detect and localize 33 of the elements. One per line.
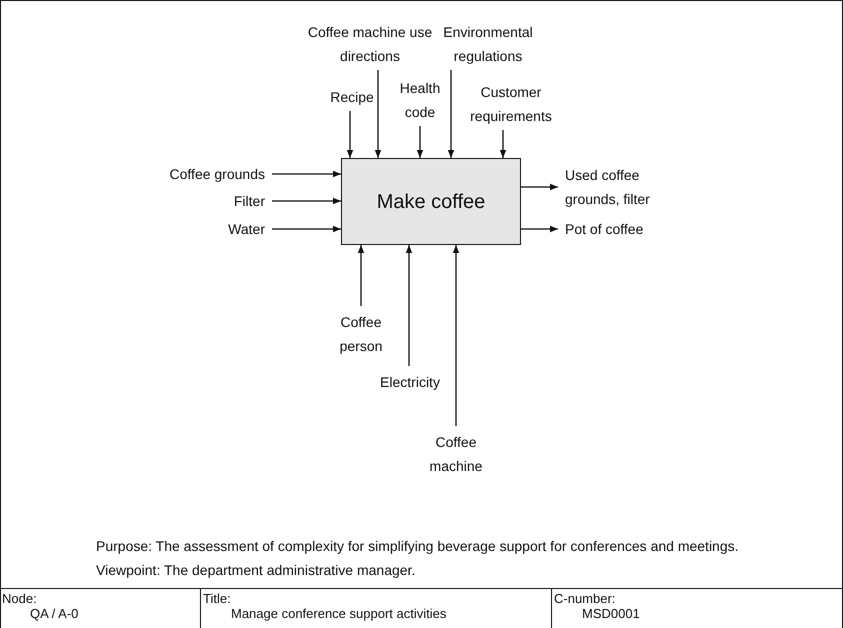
- field-value: Manage conference support activities: [231, 606, 446, 621]
- flow-label: Used coffee grounds, filter: [565, 163, 685, 211]
- flow-label: Recipe: [327, 85, 377, 109]
- purpose-note: Purpose: The assessment of complexity for simplifying beverage support for conferences and meetings.: [96, 538, 739, 554]
- flow-label: Electricity: [370, 370, 450, 394]
- arrow: [358, 245, 364, 306]
- arrow: [416, 126, 424, 158]
- arrow: [346, 111, 354, 158]
- arrow: [374, 70, 382, 158]
- flow-label: Customer requirements: [458, 80, 564, 128]
- arrow: [452, 245, 460, 426]
- field-value: QA / A-0: [30, 606, 78, 621]
- field-value: MSD0001: [582, 606, 640, 621]
- field-heading: Title:: [203, 591, 231, 606]
- flow-label: Coffee grounds: [110, 162, 265, 186]
- viewpoint-note: Viewpoint: The department administrative manager.: [96, 562, 416, 578]
- arrow: [521, 226, 558, 232]
- flow-label: Health code: [394, 76, 446, 124]
- arrow: [521, 184, 558, 190]
- arrow: [406, 245, 412, 366]
- arrow: [272, 198, 341, 204]
- activity-box: Make coffee: [341, 158, 521, 245]
- arrow: [448, 70, 454, 158]
- field-heading: C-number:: [554, 591, 616, 606]
- flow-label: Filter: [110, 189, 265, 213]
- arrow: [272, 170, 341, 178]
- flow-label: Coffee person: [330, 310, 392, 358]
- field-heading: Node:: [2, 591, 37, 606]
- arrow: [272, 226, 341, 232]
- flow-label: Pot of coffee: [565, 217, 685, 241]
- flow-label: Water: [110, 217, 265, 241]
- arrow: [500, 130, 506, 158]
- flow-label: Coffee machine: [420, 430, 492, 478]
